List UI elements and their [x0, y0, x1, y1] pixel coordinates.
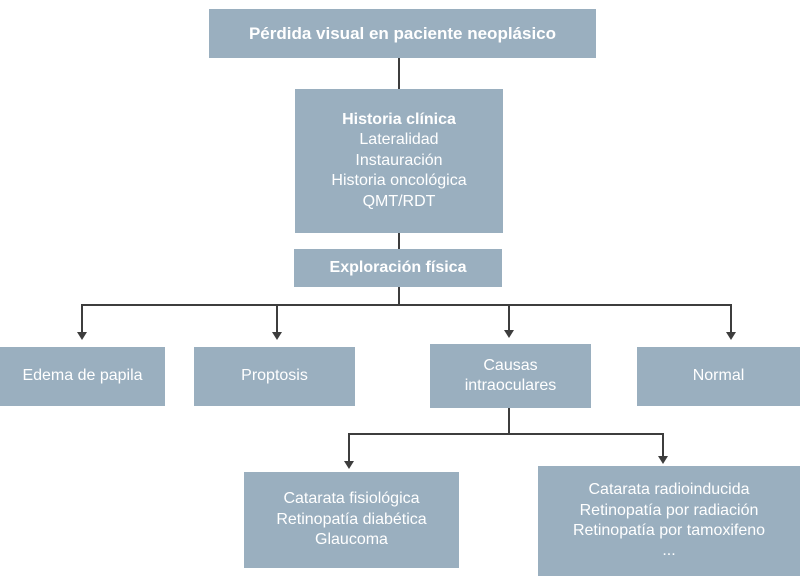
connector-drop-proptosis	[276, 304, 278, 334]
arrowhead-intraocular	[504, 330, 514, 338]
node-physical-exam-line-0: Exploración física	[329, 258, 467, 276]
connector-title-to-history	[398, 58, 400, 89]
arrowhead-edema	[77, 332, 87, 340]
connector-exam-bus	[81, 304, 731, 306]
node-radioinduced-causes-line-0: Catarata radioinducida	[588, 481, 750, 499]
node-clinical-history-line-3: QMT/RDT	[362, 192, 436, 210]
connector-drop-normal	[730, 304, 732, 334]
node-title: Pérdida visual en paciente neoplásico	[209, 9, 596, 58]
node-clinical-history-line-1: Instauración	[355, 151, 443, 169]
arrowhead-radioinduced	[658, 456, 668, 464]
node-clinical-history: Historia clínica Lateralidad Instauració…	[295, 89, 503, 233]
connector-drop-edema	[81, 304, 83, 334]
node-proptosis-line-0: Proptosis	[241, 367, 308, 385]
node-clinical-history-line-2: Historia oncológica	[331, 172, 467, 190]
arrowhead-normal	[726, 332, 736, 340]
connector-drop-physiologic	[348, 433, 350, 463]
connector-intraocular-stem	[508, 408, 510, 435]
connector-exam-stem	[398, 287, 400, 306]
node-clinical-history-line-0: Lateralidad	[359, 131, 439, 149]
node-proptosis: Proptosis	[194, 347, 355, 406]
connector-history-to-exam	[398, 233, 400, 249]
node-radioinduced-causes-line-2: Retinopatía por tamoxifeno	[572, 522, 766, 539]
connector-drop-radioinduced	[662, 433, 664, 458]
connector-drop-intraocular	[508, 304, 510, 332]
node-intraocular-causes: Causas intraoculares	[430, 344, 591, 408]
node-radioinduced-causes-line-3: ...	[662, 542, 676, 560]
connector-intraocular-bus	[348, 433, 664, 435]
node-title-line-0: Pérdida visual en paciente neoplásico	[248, 23, 557, 43]
node-normal: Normal	[637, 347, 800, 406]
node-physical-exam: Exploración física	[294, 249, 502, 287]
node-physiologic-causes-line-1: Retinopatía diabética	[276, 510, 427, 528]
node-intraocular-causes-line-0: Causas	[483, 356, 538, 374]
arrowhead-proptosis	[272, 332, 282, 340]
node-radioinduced-causes-line-1: Retinopatía por radiación	[579, 501, 759, 519]
arrowhead-physiologic	[344, 461, 354, 469]
node-papilledema-line-0: Edema de papila	[22, 367, 143, 385]
node-intraocular-causes-line-1: intraoculares	[464, 377, 557, 394]
node-physiologic-causes-line-0: Catarata fisiológica	[283, 490, 420, 508]
node-papilledema: Edema de papila	[0, 347, 165, 406]
node-normal-line-0: Normal	[692, 367, 745, 385]
node-physiologic-causes: Catarata fisiológica Retinopatía diabéti…	[244, 472, 459, 568]
node-clinical-history-heading: Historia clínica	[342, 110, 456, 128]
node-radioinduced-causes: Catarata radioinducida Retinopatía por r…	[538, 466, 800, 576]
node-physiologic-causes-line-2: Glaucoma	[315, 531, 388, 549]
